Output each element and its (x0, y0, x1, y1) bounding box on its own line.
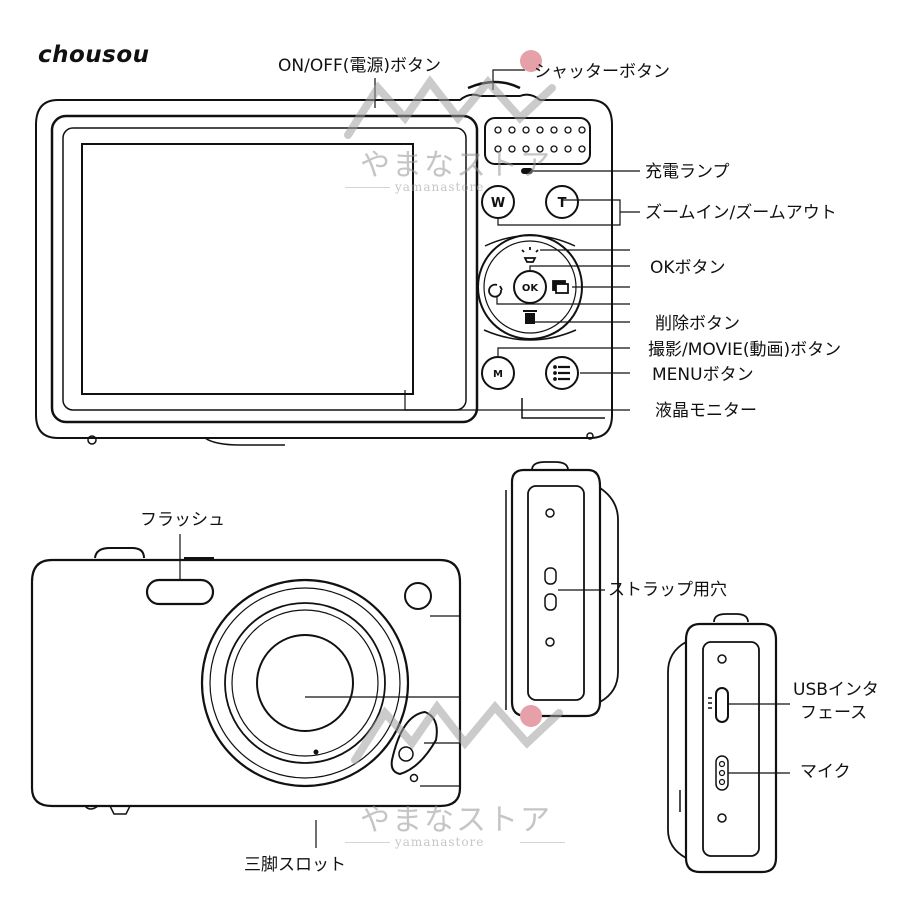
af-assist-lamp (404, 582, 432, 610)
usb-port (715, 687, 729, 723)
ok-glyph: OK (522, 283, 540, 294)
watermark-sub-top: yamanastore (395, 180, 485, 194)
lcd-bezel (50, 114, 479, 424)
mode-button[interactable] (481, 356, 515, 390)
menu-list-icon (553, 365, 570, 381)
label-tripod-slot: 三脚スロット (244, 855, 346, 875)
label-power-button: ON/OFF(電源)ボタン (278, 56, 442, 76)
label-mode-button: 撮影/MOVIE(動画)ボタン (648, 340, 842, 360)
label-strap-hole: ストラップ用穴 (608, 580, 727, 600)
speaker-grille (484, 117, 591, 165)
watermark-text-bottom: やまなストア (360, 803, 552, 838)
label-shutter-button: シャッターボタン (534, 62, 670, 82)
self-timer-icon (488, 283, 503, 298)
watermark-sub-bottom: yamanastore (395, 835, 485, 849)
label-menu-button: MENUボタン (652, 365, 754, 385)
ok-button[interactable] (513, 270, 547, 304)
brand-logo: chousou (38, 42, 150, 68)
label-usb-interface-line1: USBインタ (793, 680, 879, 700)
label-delete-button: 削除ボタン (655, 314, 740, 334)
lens-barrel (200, 578, 410, 788)
label-microphone: マイク (800, 762, 851, 782)
lcd-screen (81, 143, 414, 395)
camera-back-view (35, 80, 613, 446)
zoom-t-glyph: T (558, 196, 567, 211)
camera-side-view-usb (667, 613, 778, 874)
label-ok-button: OKボタン (650, 258, 726, 278)
shutter-button[interactable] (467, 80, 521, 90)
label-charge-lamp: 充電ランプ (645, 162, 730, 182)
camera-side-view-strap (505, 461, 619, 718)
label-flash: フラッシュ (140, 510, 225, 530)
trash-icon (523, 310, 537, 324)
watermark-line (345, 187, 390, 188)
strap-hole-top (544, 567, 557, 585)
menu-button[interactable] (545, 356, 579, 390)
gallery-icon (552, 280, 569, 294)
zoom-in-button[interactable] (545, 185, 579, 219)
watermark-text-top: やまなストア (360, 148, 552, 183)
watermark-line (345, 842, 390, 843)
label-lcd-monitor: 液晶モニター (655, 401, 757, 421)
watermark-line (520, 842, 565, 843)
label-zoom: ズームイン/ズームアウト (645, 203, 837, 223)
camera-front-view (30, 547, 462, 815)
label-usb-interface-line2: フェース (800, 703, 868, 723)
led-light-icon (521, 247, 539, 263)
mode-m-glyph: M (493, 369, 503, 380)
zoom-w-glyph: W (491, 196, 505, 211)
lens-glass (256, 634, 354, 732)
strap-hole-bottom (544, 593, 557, 611)
charge-lamp (521, 168, 533, 174)
